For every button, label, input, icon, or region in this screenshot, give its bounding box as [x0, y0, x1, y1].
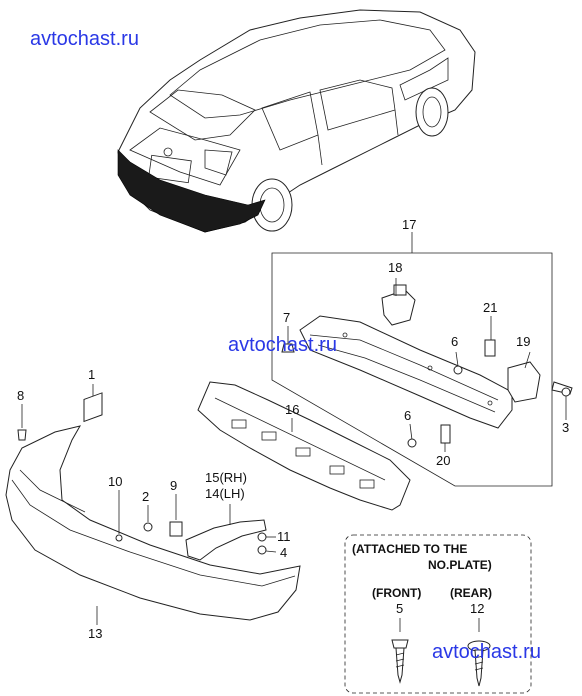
bolt-3: [551, 381, 573, 420]
callout-1: 1: [88, 367, 95, 382]
callout-labels: 17 18 7 21 6 19 1 8 16 6 3 20 15(RH) 10 …: [17, 217, 569, 641]
bracket-19: [507, 351, 541, 403]
side-bracket-14-15: [185, 504, 267, 561]
screw-12: [467, 618, 491, 687]
clip-20: [440, 424, 451, 444]
watermark-middle: avtochast.ru: [228, 334, 337, 356]
fastener-8: [17, 404, 27, 441]
inset-front-label: (FRONT): [372, 586, 421, 600]
callout-12: 12: [470, 601, 484, 616]
callout-5: 5: [396, 601, 403, 616]
energy-absorber: [197, 381, 411, 511]
screw-2: [143, 505, 153, 532]
license-plate-inset: (ATTACHED TO THE NO.PLATE) (FRONT) (REAR…: [344, 534, 532, 694]
bumper-beam: [299, 315, 513, 429]
callout-17: 17: [402, 217, 416, 232]
callout-14: 14(LH): [205, 486, 245, 501]
callout-6-upper: 6: [451, 334, 458, 349]
callout-21: 21: [483, 300, 497, 315]
watermark-bottom: avtochast.ru: [432, 641, 541, 663]
callout-10: 10: [108, 474, 122, 489]
watermark-top: avtochast.ru: [30, 28, 139, 50]
callout-7: 7: [283, 310, 290, 325]
callout-2: 2: [142, 489, 149, 504]
callout-20: 20: [436, 453, 450, 468]
callout-3: 3: [562, 420, 569, 435]
reinforcement-assembly-box: [271, 232, 553, 487]
callout-18: 18: [388, 260, 402, 275]
clip-10: [115, 490, 123, 542]
clip-21: [484, 339, 496, 357]
callout-9: 9: [170, 478, 177, 493]
callout-11: 11: [277, 529, 291, 544]
car-illustration: [117, 9, 476, 233]
callout-16: 16: [285, 402, 299, 417]
screw-6-lower: [407, 423, 417, 448]
callout-15: 15(RH): [205, 470, 247, 485]
inset-title-line2: NO.PLATE): [428, 558, 492, 572]
bracket-18: [381, 278, 416, 326]
bolt-7: [281, 326, 295, 353]
callout-4: 4: [280, 545, 287, 560]
callout-13: 13: [88, 626, 102, 641]
callout-19: 19: [516, 334, 530, 349]
emblem-1: [83, 384, 103, 423]
inset-rear-label: (REAR): [450, 586, 492, 600]
bumper-cover: [5, 425, 301, 625]
nut-11: [257, 532, 276, 542]
callout-8: 8: [17, 388, 24, 403]
screw-6-upper: [453, 351, 463, 375]
screw-5: [391, 618, 409, 684]
clip-9: [169, 494, 183, 537]
inset-title-line1: (ATTACHED TO THE: [352, 542, 467, 556]
callout-6-lower: 6: [404, 408, 411, 423]
screw-4: [257, 545, 277, 555]
